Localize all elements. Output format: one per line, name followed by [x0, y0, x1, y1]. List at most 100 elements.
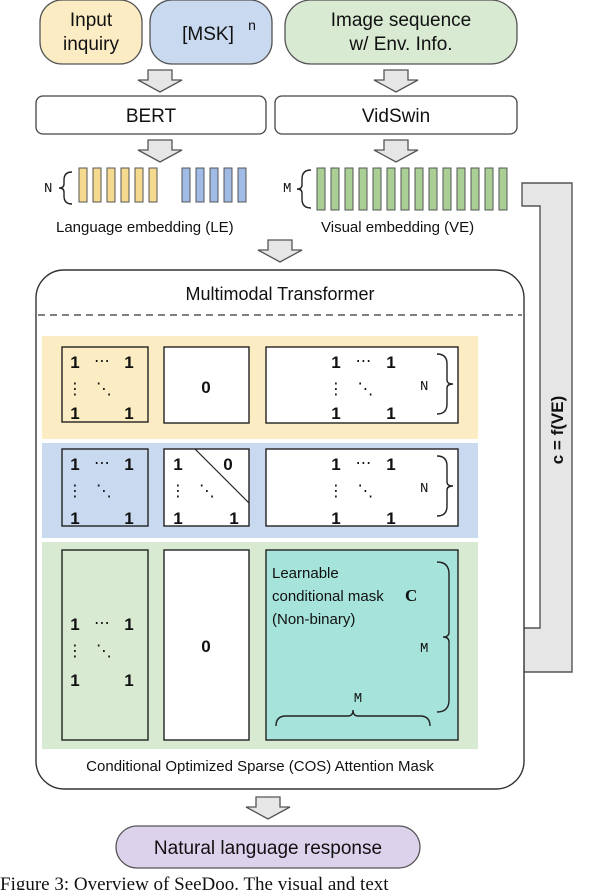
arrow-from-vidswin [373, 139, 419, 163]
row1-ll-vdots: ⋮ [67, 381, 83, 398]
row3-m-horizontal-label: M [354, 691, 362, 707]
row2-mv-one: 1 [386, 455, 395, 474]
ve-brace [296, 169, 312, 209]
row2-ml-ddots: ⋱ [96, 483, 112, 500]
row2-mv-one: 1 [386, 509, 395, 528]
response-label: Natural language response [154, 838, 382, 859]
row3-vl-one: 1 [70, 671, 79, 690]
ve-bar-green [498, 167, 508, 211]
row3-m-horizontal-brace [275, 709, 431, 727]
row3-learnable-mask [265, 549, 459, 741]
figure-caption: Figure 3: Overview of SeeDoo. The visual… [0, 874, 389, 890]
row3-vl-one: 1 [124, 671, 133, 690]
row3-m-vertical-label: M [420, 641, 428, 657]
arrow-to-transformer [257, 239, 303, 263]
bert-encoder-box: BERT [35, 95, 267, 135]
row2-mv-vdots: ⋮ [328, 483, 344, 500]
vidswin-encoder-box: VidSwin [274, 95, 518, 135]
row1-block-ll [61, 346, 149, 423]
visual-embedding-bars [316, 167, 508, 211]
image-seq-line2: w/ Env. Info. [348, 34, 452, 55]
le-bar-blue [223, 167, 233, 203]
row2-mv-ddots: ⋱ [358, 483, 374, 500]
row1-ll-one: 1 [70, 353, 79, 372]
row1-block-lv [265, 346, 459, 424]
ve-bar-green [484, 167, 494, 211]
row3-block-vm [163, 549, 250, 741]
row2-mm-vdots: ⋮ [170, 483, 186, 500]
row1-n-label: N [420, 379, 428, 395]
ve-bar-green [470, 167, 480, 211]
row2-mm-one: 1 [173, 455, 182, 474]
le-bar-yellow [120, 167, 130, 203]
image-seq-line1: Image sequence [331, 10, 472, 31]
ve-bar-green [442, 167, 452, 211]
row1-lv-vdots: ⋮ [328, 381, 344, 398]
row1-ll-one: 1 [70, 404, 79, 423]
ve-bar-green [316, 167, 326, 211]
le-bar-yellow [78, 167, 88, 203]
row2-mv-one: 1 [331, 455, 340, 474]
input-inquiry-pill: Input inquiry [39, 0, 143, 65]
row1-lv-one: 1 [386, 353, 395, 372]
row2-ml-one: 1 [124, 509, 133, 528]
learnable-line2: conditional mask [272, 588, 384, 605]
transformer-title: Multimodal Transformer [185, 284, 374, 304]
ve-caption: Visual embedding (VE) [321, 219, 474, 236]
ve-bar-green [344, 167, 354, 211]
ve-bar-green [372, 167, 382, 211]
learnable-symbol: C [405, 586, 417, 605]
le-brace [58, 171, 73, 205]
row2-mm-zero: 0 [223, 455, 232, 474]
flow-arrows [137, 69, 419, 820]
ve-bar-green [386, 167, 396, 211]
le-bar-blue [237, 167, 247, 203]
row1-lv-one: 1 [386, 404, 395, 423]
row3-vl-one: 1 [70, 615, 79, 634]
row2-n-label: N [420, 481, 428, 497]
ve-bar-green [400, 167, 410, 211]
row1-ll-hdots: ⋯ [94, 353, 110, 370]
row3-vl-ddots: ⋱ [96, 643, 112, 660]
le-bar-blue [195, 167, 205, 203]
row2-ml-vdots: ⋮ [67, 483, 83, 500]
row2-block-mm [163, 448, 250, 527]
row2-ml-hdots: ⋯ [94, 455, 110, 472]
row1-ll-one: 1 [124, 404, 133, 423]
row1-lv-one: 1 [331, 353, 340, 372]
row2-mv-hdots: ⋯ [356, 455, 372, 472]
row2-mv-one: 1 [331, 509, 340, 528]
row1-lm-zero: 0 [201, 378, 210, 397]
row2-triangle-diagonal [194, 448, 250, 504]
le-bar-yellow [134, 167, 144, 203]
le-bar-yellow [148, 167, 158, 203]
row1-n-brace [436, 353, 454, 415]
le-bar-yellow [92, 167, 102, 203]
arrow-to-response [245, 796, 291, 820]
learnable-line3: (Non-binary) [272, 611, 355, 628]
row2-mm-one: 1 [229, 509, 238, 528]
condition-formula: c = f(VE) [548, 396, 567, 465]
row3-vm-zero: 0 [201, 637, 210, 656]
row1-block-lm [163, 346, 250, 424]
row2-block-mv [265, 448, 459, 527]
row2-n-brace [436, 455, 454, 517]
language-embedding-bars [78, 167, 247, 203]
msk-label: [MSK] [182, 24, 234, 45]
row3-vl-vdots: ⋮ [67, 643, 83, 660]
row1-lv-ddots: ⋱ [358, 381, 374, 398]
cos-mask-caption: Conditional Optimized Sparse (COS) Atten… [86, 758, 434, 775]
ve-m-label: M [283, 181, 291, 197]
row3-vl-hdots: ⋯ [94, 615, 110, 632]
row1-ll-ddots: ⋱ [96, 381, 112, 398]
image-sequence-pill: Image sequence w/ Env. Info. [284, 0, 518, 65]
learnable-line1: Learnable [272, 565, 339, 582]
row2-block-ml [61, 448, 149, 527]
le-bar-blue [181, 167, 191, 203]
row3-vl-one: 1 [124, 615, 133, 634]
ve-bar-green [428, 167, 438, 211]
row2-ml-one: 1 [124, 455, 133, 474]
le-n-label: N [44, 181, 52, 197]
